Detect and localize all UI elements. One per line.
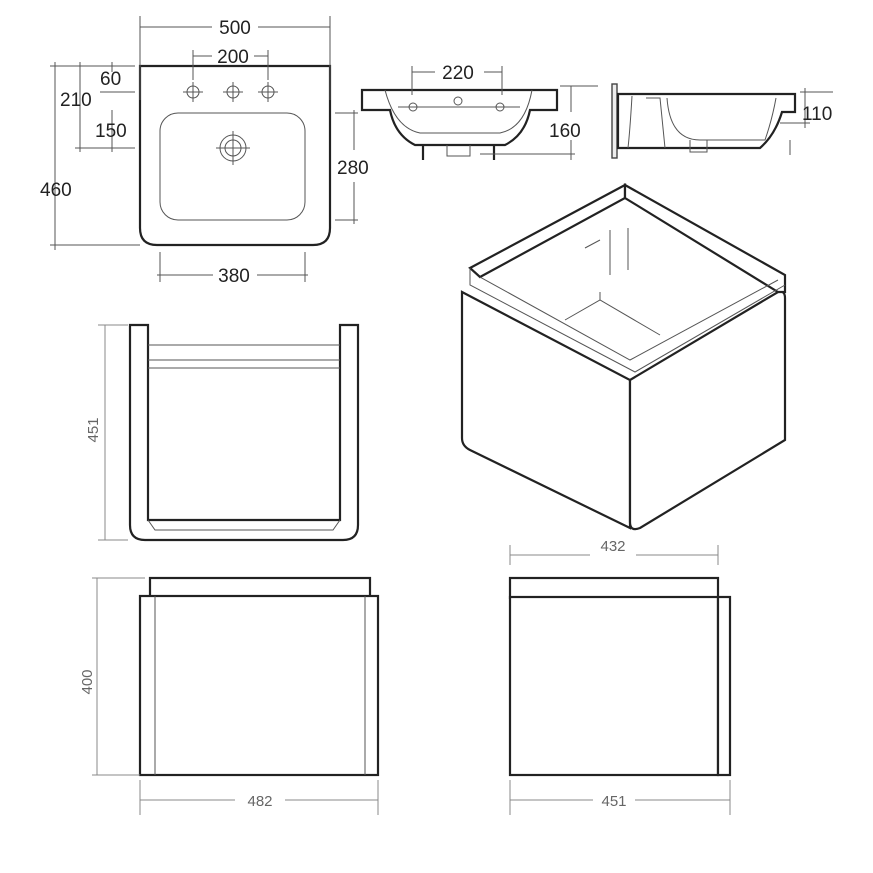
dim-400: 400 — [79, 669, 96, 694]
dim-500: 500 — [219, 18, 251, 39]
dim-160: 160 — [549, 121, 581, 142]
tap-hole-icon — [183, 82, 278, 102]
dim-451-top: 451 — [85, 417, 102, 442]
dim-210: 210 — [60, 90, 92, 111]
dim-60: 60 — [100, 69, 121, 90]
cabinet-front-view: 400 482 — [79, 576, 380, 815]
basin-front-view: 220 160 — [360, 63, 598, 160]
drain-icon — [216, 131, 250, 165]
dim-432: 432 — [600, 538, 625, 555]
basin-side-view: 110 — [611, 83, 833, 159]
dim-280: 280 — [337, 158, 369, 179]
dim-220: 220 — [442, 63, 474, 84]
cabinet-top-view: 451 — [85, 323, 360, 542]
dim-line-432 — [509, 545, 719, 565]
dim-200: 200 — [217, 47, 249, 68]
basin-top-view: 500 200 60 210 150 460 280 380 — [40, 16, 369, 287]
dim-150: 150 — [95, 121, 127, 142]
cabinet-iso-view — [460, 183, 787, 531]
cabinet-side-view: 451 — [508, 576, 732, 815]
dim-460: 460 — [40, 180, 72, 201]
dim-380: 380 — [218, 266, 250, 287]
dim-451-side: 451 — [601, 793, 626, 810]
dim-482: 482 — [247, 793, 272, 810]
dim-110: 110 — [802, 104, 832, 125]
